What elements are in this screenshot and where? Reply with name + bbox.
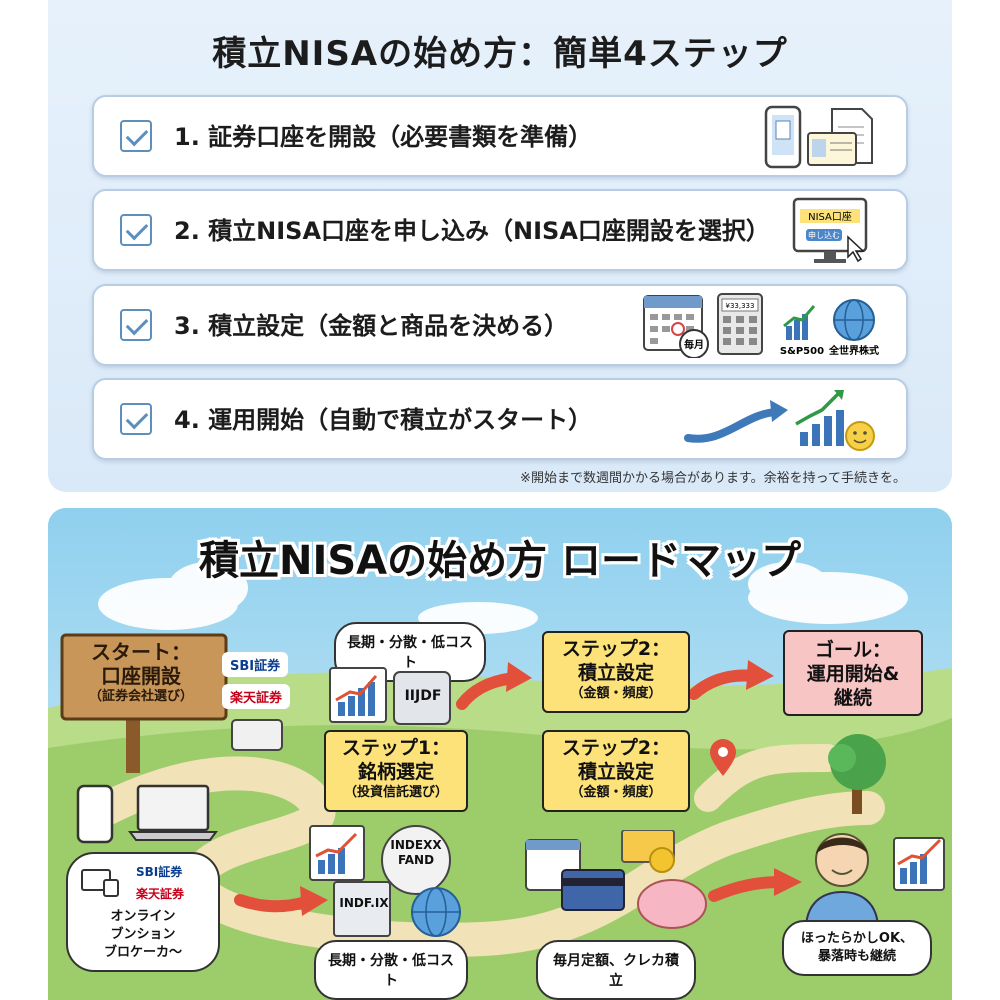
online-broker-text: オンライン ブンション ブロケーカ〜 [68,908,218,962]
start-line-2: 口座開設 [101,664,181,688]
index-fund-label: INDEXX FAND [390,838,442,867]
step-1-name: 銘柄選定 [357,761,434,783]
index-book-label: INDF.IX [339,896,389,910]
fund-label-sp500: S&P500 [780,346,824,357]
roadmap-title: 積立NISAの始め方 ロードマップ [198,538,802,584]
step-2-card: 2. 積立NISA口座を申し込み（NISA口座開設を選択） NISA口座 申し込… [92,189,908,271]
step-2-top-name: 積立設定 [577,662,654,684]
arrow-right-icon [708,868,802,902]
documents-icon [764,105,873,169]
rakuten-logo: 楽天証券 [222,684,291,709]
start-sign-text: スタート： 口座開設 （証券会社選び） [62,640,220,706]
goal-line-1: ゴール： [814,639,891,661]
checkbox-icon [120,120,152,152]
panel-title: 積立NISAの始め方：簡単4ステップ [212,34,788,74]
roadmap-panel: 積立NISAの始め方 ロードマップ スタート： 口座開設 （証券会社選び） SB… [48,508,952,1000]
map-pin-icon [710,739,736,776]
computer-icon [81,869,119,897]
screen-button: 申し込む [808,230,840,240]
step-2-label: 2. 積立NISA口座を申し込み（NISA口座開設を選択） [174,217,770,245]
online-line-2: ブンション [110,927,176,942]
checkbox-icon [120,309,152,341]
online-broker-bubble: SBI証券 楽天証券 オンライン ブンション ブロケーカ〜 [66,852,220,972]
tablet-icon [231,719,283,751]
wooden-sign-icon [60,633,228,773]
tree-icon [828,734,886,814]
happy-investor-icon [804,833,945,927]
arrow-right-icon [456,662,532,710]
step-3-label: 3. 積立設定（金額と商品を決める） [174,312,569,340]
step-2-mid-box: ステップ2： 積立設定 （金額・頻度） [542,730,690,812]
goal-box: ゴール： 運用開始& 継続 [783,630,923,716]
footnote: ※開始まで数週間かかる場合があります。余裕を持って手続きを。 [520,471,906,486]
step-2-mid-sub: （金額・頻度） [570,785,662,800]
calendar-calculator-icon: 毎月 ¥33,333 S&P500 全世界株式 [643,293,879,358]
savings-icons [525,830,707,929]
devices-icon [76,784,218,844]
step-2-mid-name: 積立設定 [577,761,654,783]
online-line-3: ブロケーカ〜 [103,945,182,960]
arrow-right-icon [234,886,328,916]
fund-book-label: IIJDF [404,688,442,704]
growth-chart-icon [684,390,875,451]
four-step-panel: 積立NISAの始め方：簡単4ステップ 1. 証券口座を開設（必要書類を準備） 2… [48,0,952,492]
rakuten-logo-small: 楽天証券 [128,882,193,905]
calendar-badge: 毎月 [684,338,704,351]
index-fund-icons [309,825,461,937]
step-2-top-box: ステップ2： 積立設定 （金額・頻度） [542,631,690,713]
hands-off-line-1: ほったらかしOK、 [800,931,914,946]
bubble-monthly: 毎月定額、クレカ積立 [536,940,696,1000]
step-1-box: ステップ1： 銘柄選定 （投資信託選び） [324,730,468,812]
step-4-card: 4. 運用開始（自動で積立がスタート） [92,378,908,460]
checkbox-icon [120,214,152,246]
start-line-3: （証券会社選び） [88,689,193,704]
sbi-logo-small: SBI証券 [128,860,191,883]
online-line-1: オンライン [110,909,176,924]
step-2-top-sub: （金額・頻度） [570,686,662,701]
goal-line-2: 運用開始& [806,663,900,685]
step-1-card: 1. 証券口座を開設（必要書類を準備） [92,95,908,177]
screen-title: NISA口座 [808,210,852,223]
sbi-logo: SBI証券 [222,652,289,677]
step-1-sub: （投資信託選び） [343,785,448,800]
monitor-apply-icon: NISA口座 申し込む [792,197,868,263]
start-line-1: スタート： [91,640,191,664]
fund-label-world: 全世界株式 [828,344,879,357]
step-2-mid-title: ステップ2： [561,737,671,759]
step-3-card: 3. 積立設定（金額と商品を決める） 毎月 ¥33,333 S&P500 全世界… [92,284,908,366]
calculator-display: ¥33,333 [726,302,755,310]
step-1-label: 1. 証券口座を開設（必要書類を準備） [174,123,593,151]
bubble-long-term-bottom: 長期・分散・低コスト [314,940,468,1000]
step-2-top-title: ステップ2： [561,638,671,660]
hands-off-line-2: 暴落時も継続 [817,949,896,964]
step-4-label: 4. 運用開始（自動で積立がスタート） [174,406,593,434]
chart-and-fund-book-icon [329,667,451,725]
arrow-right-icon [688,660,774,700]
bubble-hands-off: ほったらかしOK、 暴落時も継続 [782,920,932,976]
goal-line-3: 継続 [833,687,872,709]
step-1-title: ステップ1： [341,737,451,759]
checkbox-icon [120,403,152,435]
